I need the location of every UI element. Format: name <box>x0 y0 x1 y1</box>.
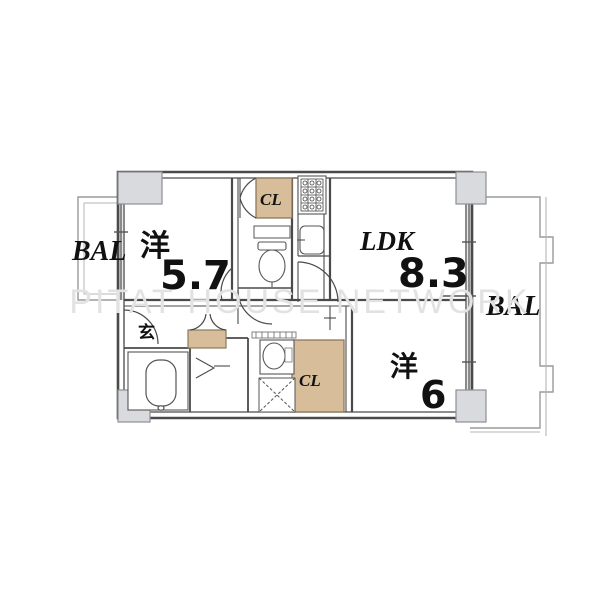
bathroom <box>127 351 189 411</box>
balcony-right-outline <box>470 196 554 436</box>
label-room-west-tag: 洋 <box>140 229 170 264</box>
closets <box>187 177 345 413</box>
closet-top-shape <box>255 177 293 219</box>
vent-strip <box>251 331 297 339</box>
label-room-west-size: 5.7 <box>160 253 231 299</box>
label-bal-left: BAL <box>71 236 126 267</box>
shoe-box-shape <box>187 329 227 349</box>
washbasin-icon <box>259 339 295 375</box>
washing-machine-icon <box>258 377 296 413</box>
outer-wall <box>116 170 474 420</box>
label-ldk-tag: LDK <box>359 226 416 256</box>
label-closet-top: CL <box>260 190 282 209</box>
counter-shelf <box>253 225 291 239</box>
closet-middle-shape <box>291 339 345 413</box>
bathtub-icon <box>145 359 177 411</box>
hall-marks <box>324 306 336 330</box>
kitchen-fixtures <box>253 175 327 255</box>
toilet-icon <box>257 241 287 287</box>
label-ldk-size: 8.3 <box>398 251 469 297</box>
label-room-south-tag: 洋 <box>390 350 418 383</box>
doors <box>123 177 339 379</box>
plan-text-labels: BAL BAL 洋 5.7 LDK 8.3 洋 6 CL CL 玄 <box>71 190 540 417</box>
stove-icon <box>300 178 324 212</box>
sink-icon <box>297 225 325 255</box>
window-mullions <box>114 204 476 390</box>
label-entrance: 玄 <box>138 322 155 343</box>
label-closet-middle: CL <box>299 371 321 390</box>
label-room-south-size: 6 <box>420 373 446 417</box>
label-bal-right: BAL <box>485 291 540 322</box>
washroom <box>251 331 297 413</box>
